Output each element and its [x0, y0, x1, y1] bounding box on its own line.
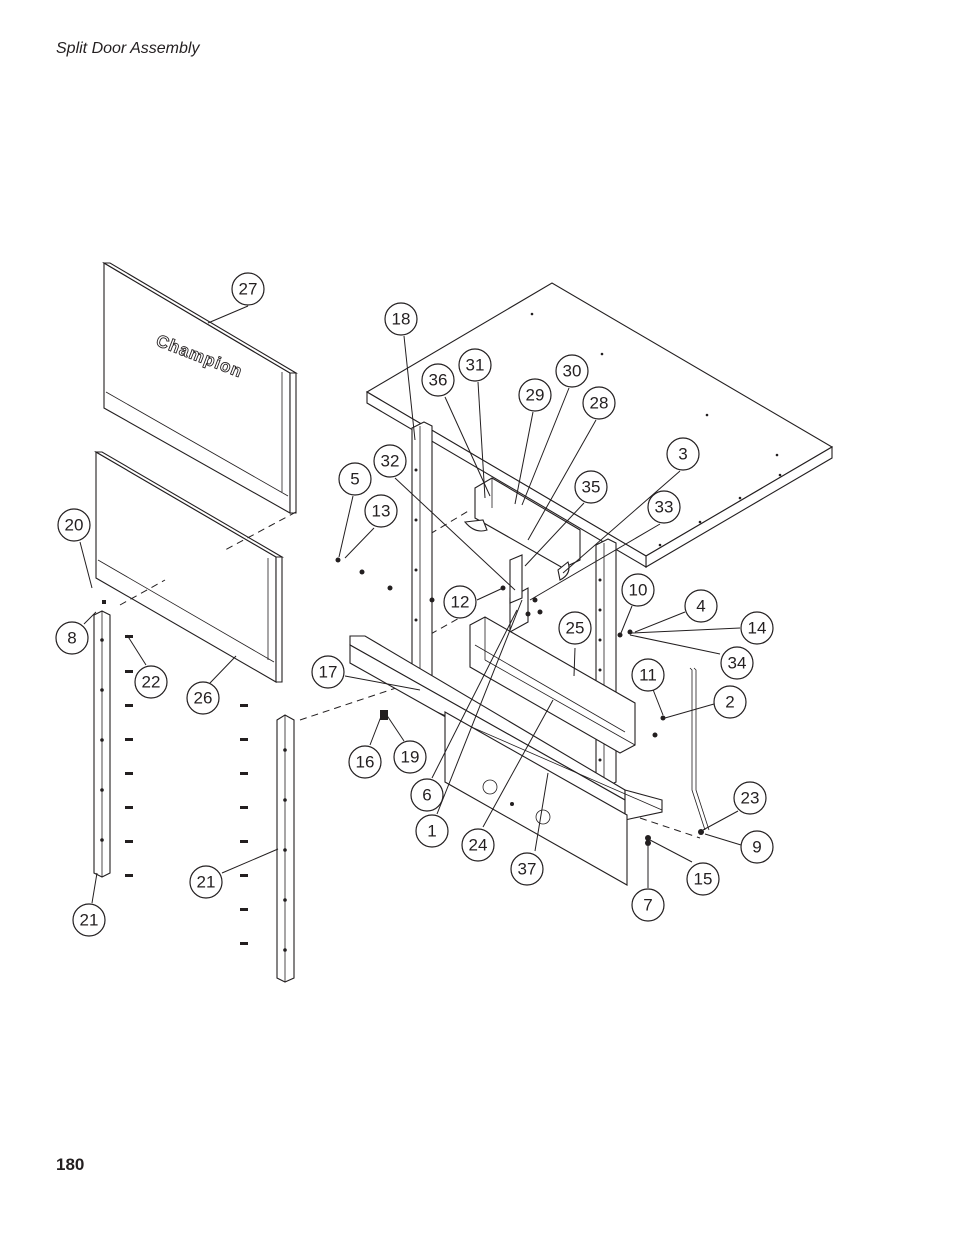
svg-text:3: 3: [678, 445, 687, 464]
callout: 34: [720, 646, 754, 680]
callout: 21: [72, 903, 106, 937]
upper-bracket: [463, 477, 581, 581]
callout: 7: [631, 888, 665, 922]
callout: 29: [518, 378, 552, 412]
svg-text:12: 12: [451, 593, 470, 612]
callout: 31: [458, 348, 492, 382]
left-upright: [411, 421, 433, 687]
svg-text:17: 17: [319, 663, 338, 682]
callout: 21: [189, 865, 223, 899]
side-hardware: [102, 557, 704, 846]
callout: 36: [421, 363, 455, 397]
callout: 9: [740, 830, 774, 864]
callout: 15: [686, 862, 720, 896]
top-panel: [365, 282, 834, 568]
callout: 37: [510, 852, 544, 886]
svg-text:36: 36: [429, 371, 448, 390]
svg-text:23: 23: [741, 789, 760, 808]
svg-text:27: 27: [239, 280, 258, 299]
lower-channel: [469, 616, 636, 754]
svg-text:14: 14: [748, 619, 767, 638]
svg-text:1: 1: [427, 822, 436, 841]
callout: 16: [348, 745, 382, 779]
callout: 23: [733, 781, 767, 815]
svg-text:7: 7: [643, 896, 652, 915]
callout: 6: [410, 778, 444, 812]
svg-text:2: 2: [725, 693, 734, 712]
leader-lines: [79, 305, 742, 904]
callout: 33: [647, 490, 681, 524]
svg-text:20: 20: [65, 516, 84, 535]
callout: 1: [415, 814, 449, 848]
svg-text:5: 5: [350, 470, 359, 489]
callout: 13: [364, 494, 398, 528]
callout: 20: [57, 508, 91, 542]
lower-door-panel: [93, 451, 285, 683]
svg-text:37: 37: [518, 860, 537, 879]
svg-text:4: 4: [696, 597, 705, 616]
callout: 25: [558, 611, 592, 645]
callout: 32: [373, 444, 407, 478]
callout: 35: [574, 470, 608, 504]
svg-text:28: 28: [590, 394, 609, 413]
callout: 27: [231, 272, 265, 306]
svg-text:6: 6: [422, 786, 431, 805]
upper-door-panel: Champion: [101, 262, 299, 514]
left-door-track: [93, 610, 111, 878]
svg-text:13: 13: [372, 502, 391, 521]
svg-text:31: 31: [466, 356, 485, 375]
svg-text:35: 35: [582, 478, 601, 497]
svg-text:21: 21: [80, 911, 99, 930]
svg-text:19: 19: [401, 748, 420, 767]
center-mechanism: [500, 554, 543, 633]
callout: 30: [555, 354, 589, 388]
callout: 14: [740, 611, 774, 645]
svg-text:10: 10: [629, 581, 648, 600]
callout-bubbles: 27 18 31 36 30 29 28 32 3 5 35 13 33 20 …: [55, 272, 774, 937]
svg-text:18: 18: [392, 310, 411, 329]
svg-text:21: 21: [197, 873, 216, 892]
lower-plate: [444, 711, 628, 886]
rod: [689, 667, 710, 831]
svg-text:8: 8: [67, 629, 76, 648]
svg-text:22: 22: [142, 673, 161, 692]
right-door-track: [276, 714, 295, 983]
svg-text:34: 34: [728, 654, 747, 673]
svg-text:29: 29: [526, 386, 545, 405]
callout: 11: [631, 658, 665, 692]
right-upright: [595, 538, 617, 789]
callout: 12: [443, 585, 477, 619]
callout: 24: [461, 828, 495, 862]
callout: 19: [393, 740, 427, 774]
callout: 22: [134, 665, 168, 699]
svg-text:9: 9: [752, 838, 761, 857]
callout: 10: [621, 573, 655, 607]
svg-text:11: 11: [639, 666, 657, 685]
svg-text:30: 30: [563, 362, 582, 381]
callout: 5: [338, 462, 372, 496]
callout: 18: [384, 302, 418, 336]
page-number: 180: [56, 1155, 85, 1174]
page-title: Split Door Assembly: [56, 40, 200, 57]
svg-text:24: 24: [469, 836, 488, 855]
svg-text:32: 32: [381, 452, 400, 471]
callout: 8: [55, 621, 89, 655]
svg-text:16: 16: [356, 753, 375, 772]
callout: 3: [666, 437, 700, 471]
callout: 17: [311, 655, 345, 689]
svg-text:25: 25: [566, 619, 585, 638]
svg-text:33: 33: [655, 498, 674, 517]
svg-text:15: 15: [694, 870, 713, 889]
callout: 4: [684, 589, 718, 623]
svg-text:26: 26: [194, 689, 213, 708]
callout: 2: [713, 685, 747, 719]
callout: 28: [582, 386, 616, 420]
callout: 26: [186, 681, 220, 715]
track-screws: [125, 635, 248, 945]
